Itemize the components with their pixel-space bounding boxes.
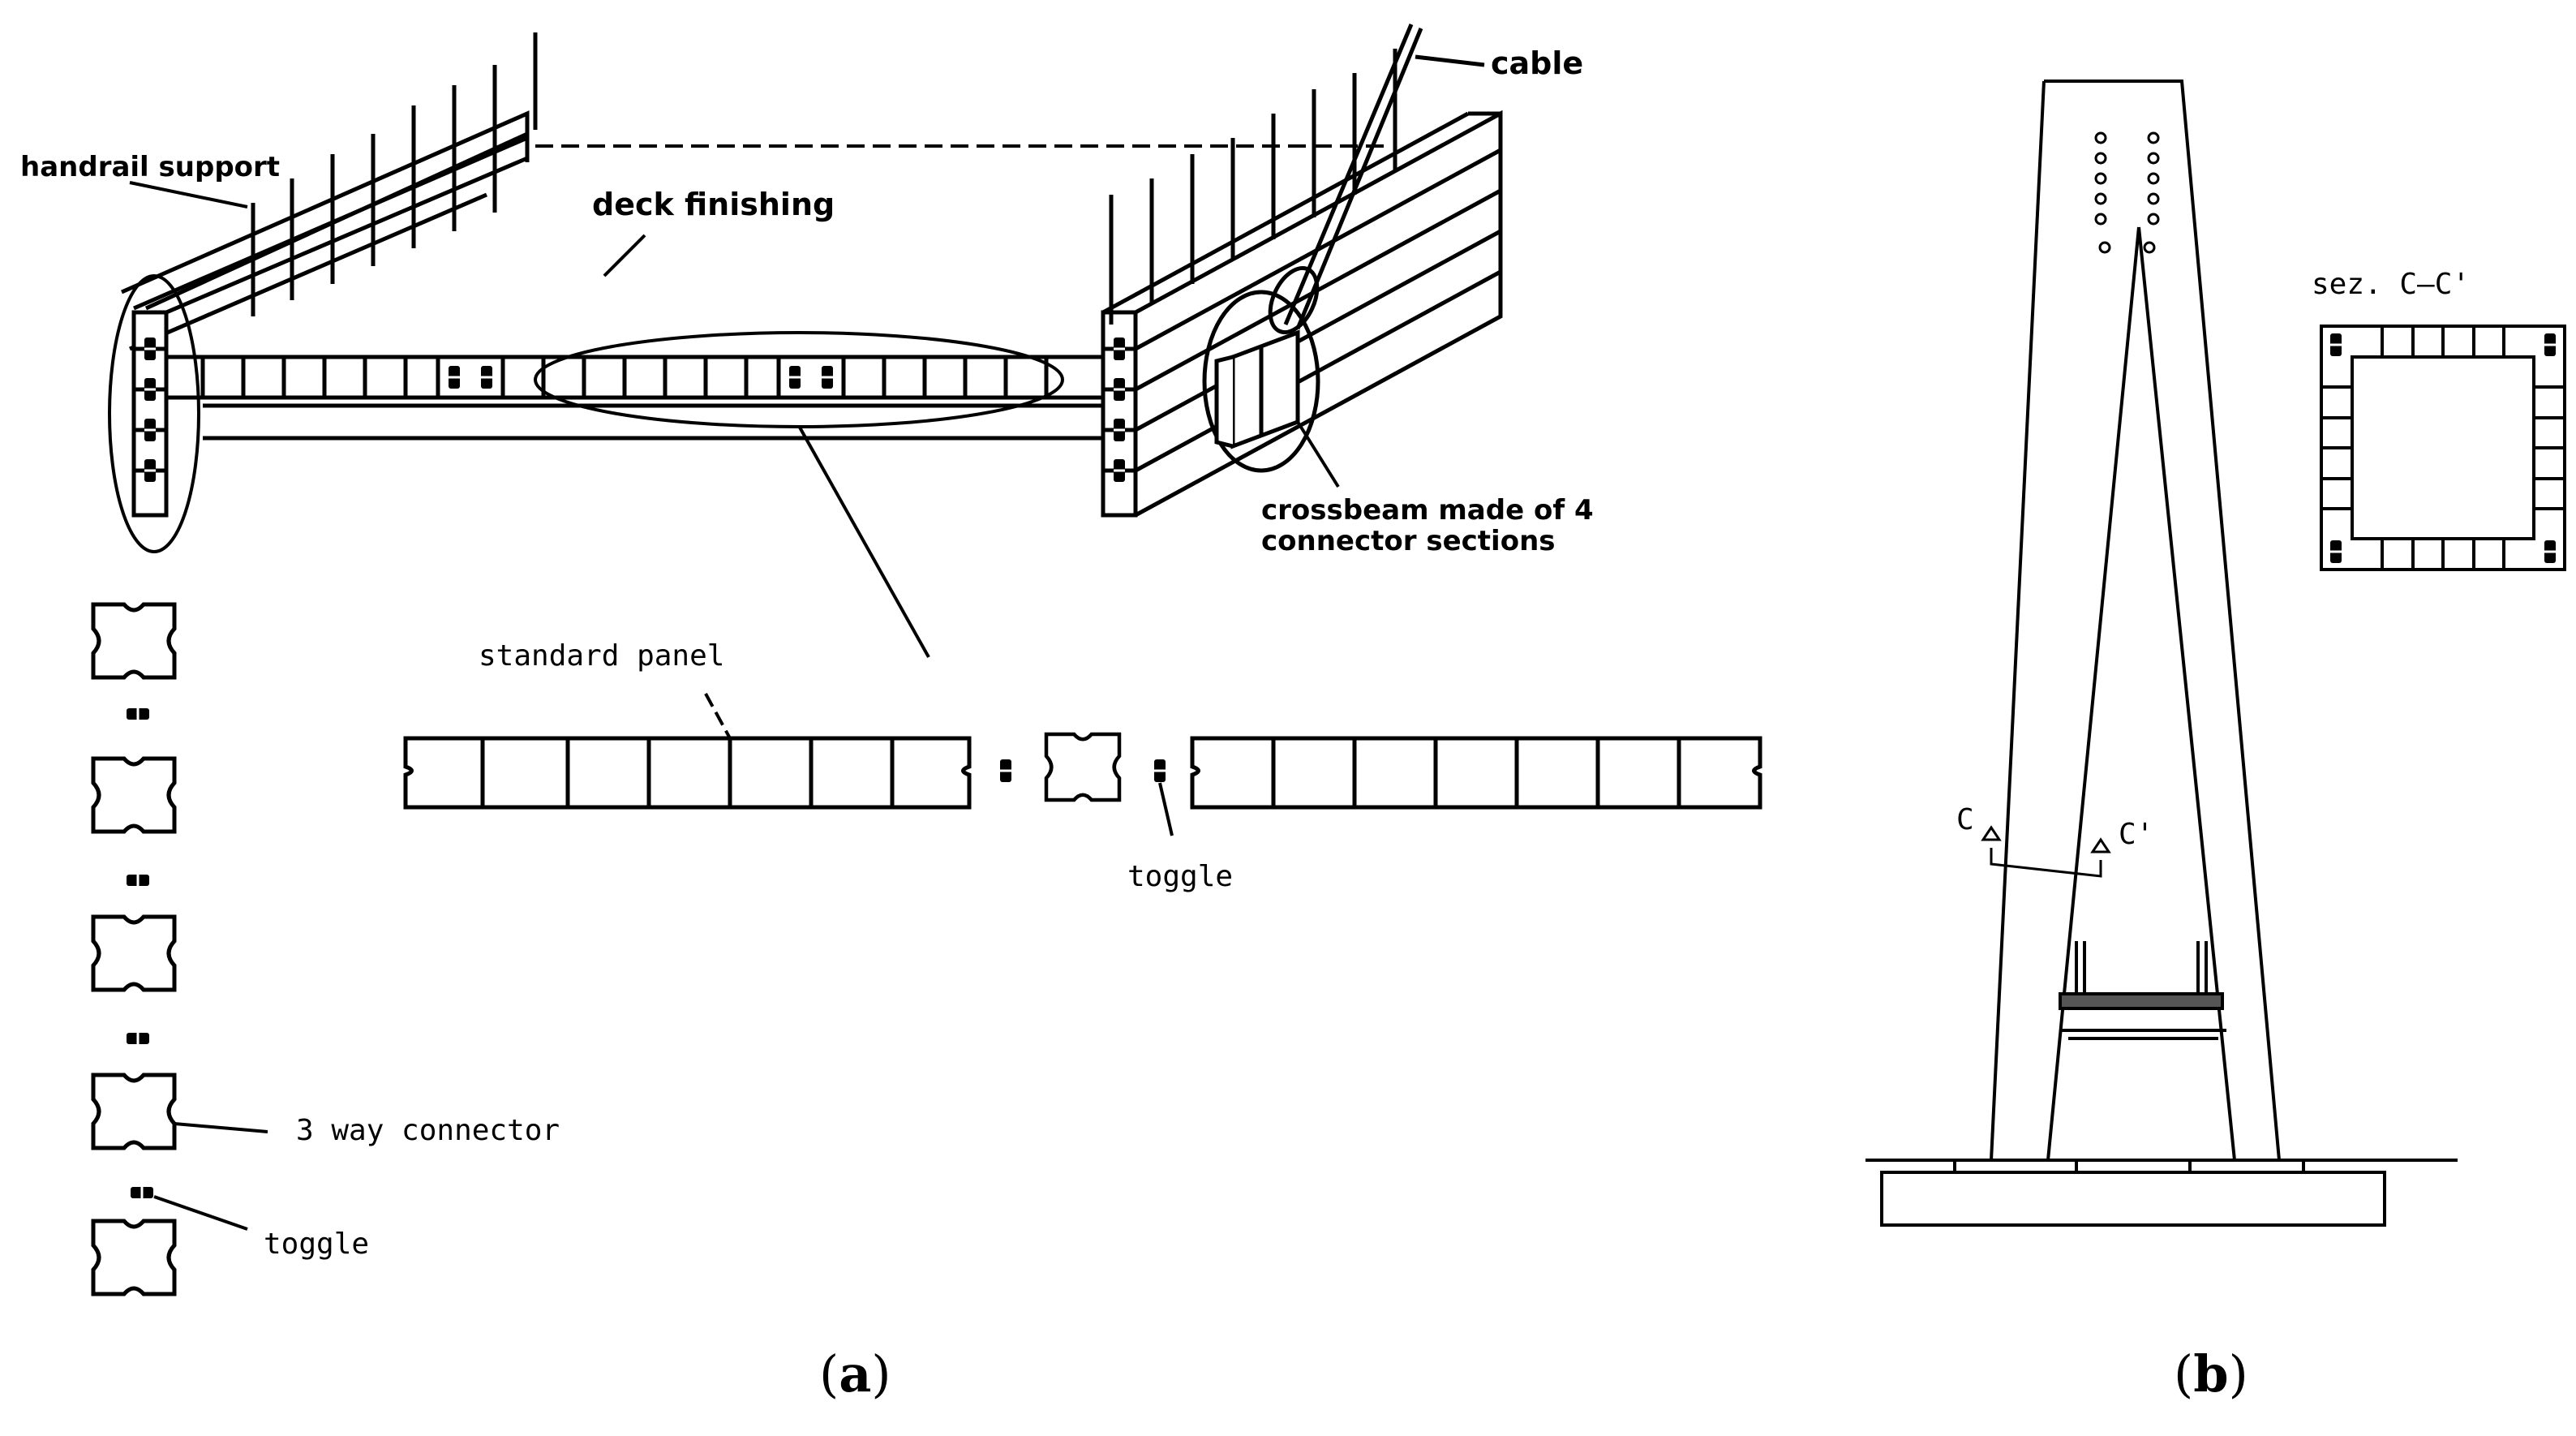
toggle-between-panels-1	[998, 758, 1013, 784]
toggle-middle-label: toggle	[1127, 860, 1233, 893]
three-way-connector-leader	[174, 1122, 268, 1133]
panel-b: C C' sez. C–C'	[1865, 80, 2566, 1404]
toggle-left-label: toggle	[264, 1227, 369, 1261]
panel-a-caption: (a)	[819, 1344, 891, 1404]
toggle-left-leader	[153, 1195, 248, 1231]
standard-panel-pointer	[797, 425, 930, 658]
left-handrail-posts	[251, 32, 538, 316]
section-cut	[1981, 825, 2111, 878]
toggle-between-panels-2	[1153, 758, 1167, 784]
foundation	[1865, 1159, 2458, 1227]
section-c-label: C	[1956, 803, 1974, 836]
connector-4	[93, 1075, 174, 1148]
standard-panel-right	[1190, 736, 1762, 810]
crossbeam-label-line2: connector sections	[1261, 525, 1556, 557]
left-end-highlight	[108, 274, 200, 553]
cable-label: cable	[1491, 45, 1583, 81]
deck-finishing-label: deck finishing	[592, 187, 835, 222]
toggle-middle-leader	[1158, 782, 1174, 836]
panel-b-caption: (b)	[2174, 1344, 2248, 1404]
left-handrail-wall	[120, 110, 530, 351]
toggle-stack-4	[129, 1185, 155, 1200]
crossbeam-block	[1214, 329, 1300, 449]
anchor-holes	[2094, 131, 2160, 254]
toggle-stack-2	[125, 873, 151, 888]
connector-stack	[93, 604, 174, 1294]
standard-panel-leader	[704, 693, 732, 739]
crossbeam-label-line1: crossbeam made of 4	[1261, 494, 1594, 527]
crossbeam-pointer	[1296, 420, 1340, 488]
cable	[1268, 24, 1485, 335]
standard-panel-label: standard panel	[479, 639, 724, 673]
toggle-stack-1	[125, 707, 151, 721]
panel-a: handrail support deck finishing cable cr…	[20, 24, 1762, 1404]
section-box	[2320, 325, 2566, 571]
connector-1	[93, 604, 174, 677]
connector-2	[93, 759, 174, 832]
deck-panel-row	[164, 355, 1110, 441]
connector-3	[93, 917, 174, 990]
standard-panel-left	[403, 736, 972, 810]
handrail-support-label: handrail support	[20, 151, 280, 183]
connector-5	[93, 1221, 174, 1294]
crossbeam-highlight	[1202, 290, 1320, 473]
middle-connector	[1046, 734, 1119, 800]
section-title: sez. C–C'	[2312, 268, 2470, 301]
deck-section	[2059, 941, 2224, 1010]
handrail-support-leader	[129, 181, 248, 209]
right-handrail-posts	[1109, 49, 1397, 325]
three-way-connector-label: 3 way connector	[296, 1114, 560, 1147]
deck-toggles	[447, 364, 835, 390]
deck-finishing-leader	[603, 234, 646, 277]
section-box-toggles	[2329, 332, 2557, 565]
toggle-stack-3	[125, 1031, 151, 1046]
section-c-prime-label: C'	[2119, 818, 2153, 851]
